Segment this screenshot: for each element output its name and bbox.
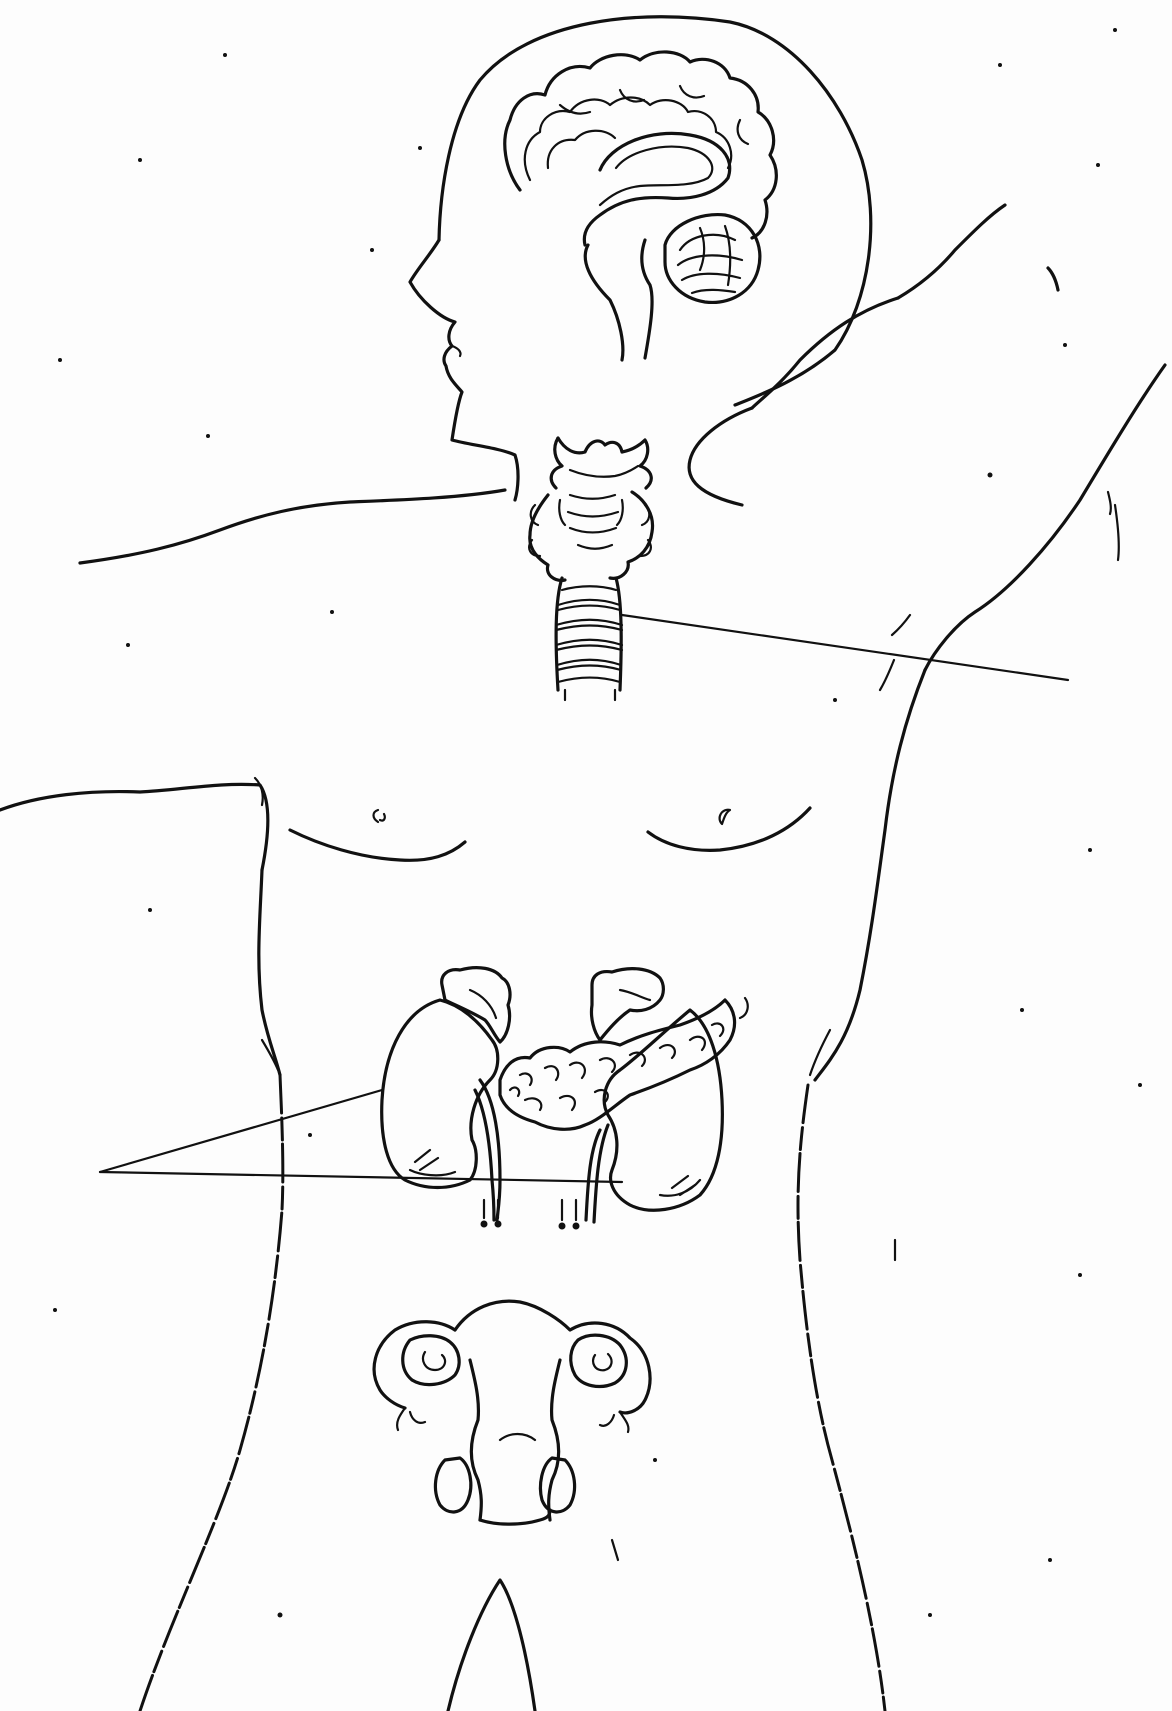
raised-arm-outline: [752, 205, 1165, 670]
adrenal-pointer-line-lower: [100, 1172, 622, 1182]
trachea: [556, 578, 622, 700]
pancreas: [500, 998, 748, 1129]
adrenal-glands: [442, 968, 664, 1042]
chest-outline: [0, 670, 925, 1711]
uterus: [374, 1301, 650, 1524]
shoulder-outline: [80, 490, 910, 690]
print-specks: [53, 28, 1142, 1618]
brain: [505, 52, 777, 360]
adrenal-pointer-line-upper: [100, 1090, 382, 1172]
kidneys: [382, 1000, 723, 1230]
thyroid-pointer-line: [622, 615, 1068, 680]
thyroid-gland: [529, 438, 652, 580]
cerebellum: [665, 215, 760, 303]
ovaries: [435, 1458, 574, 1512]
